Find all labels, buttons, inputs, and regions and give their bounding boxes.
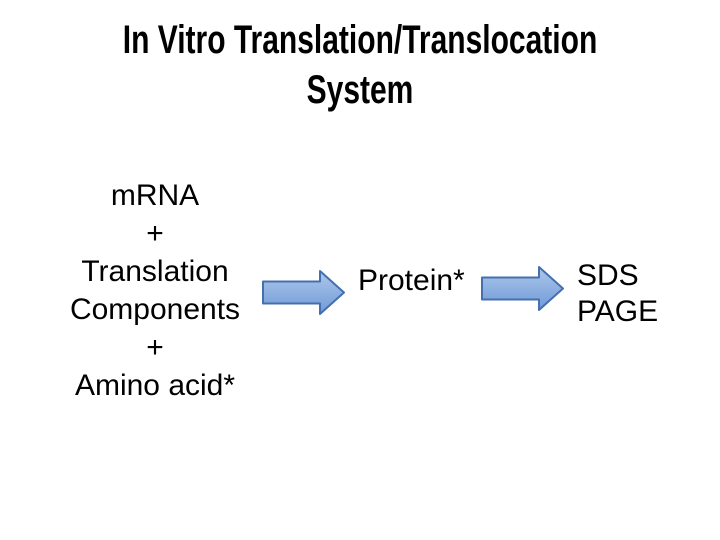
plus-sign: + bbox=[146, 331, 164, 364]
slide-title-line-2: System bbox=[306, 68, 414, 112]
plus-sign: + bbox=[146, 217, 164, 250]
sds-page-line-2: PAGE bbox=[577, 295, 659, 328]
reactants-text-block: mRNA + Translation Components + Amino ac… bbox=[30, 177, 280, 405]
right-arrow-shape bbox=[481, 266, 564, 311]
sds-page-line-1: SDS bbox=[577, 259, 639, 292]
right-arrow-shape bbox=[262, 270, 345, 315]
slide-title-line-1: In Vitro Translation/Translocation bbox=[122, 18, 598, 62]
flow-right-arrow-icon bbox=[262, 270, 345, 315]
reactant-line-translation: Translation bbox=[81, 255, 229, 288]
flow-right-arrow-icon bbox=[481, 266, 564, 311]
protein-label: Protein* bbox=[358, 264, 465, 297]
reactant-line-mrna: mRNA bbox=[110, 179, 200, 212]
reactant-line-components: Components bbox=[69, 293, 241, 326]
reactant-line-amino-acid: Amino acid* bbox=[74, 369, 236, 402]
sds-page-label: SDS PAGE bbox=[577, 258, 658, 330]
slide-title: In Vitro Translation/Translocation Syste… bbox=[90, 15, 630, 115]
